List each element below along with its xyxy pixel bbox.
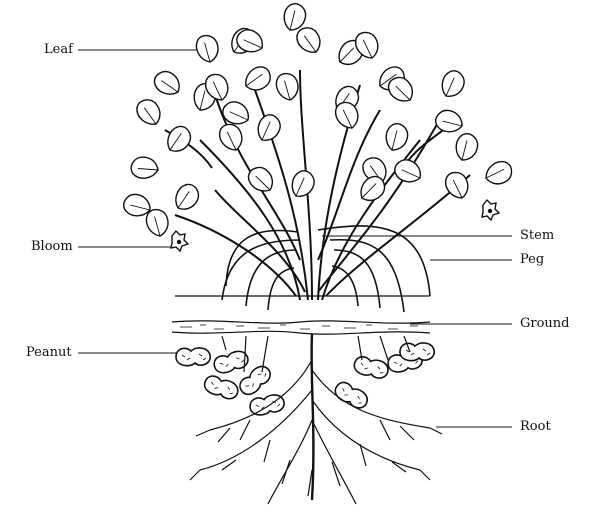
blooms — [170, 198, 501, 253]
leaves — [120, 0, 516, 239]
soil-band — [171, 320, 431, 335]
label-leaf: Leaf — [44, 42, 73, 57]
peanuts — [175, 342, 436, 418]
underground-pegs — [221, 335, 411, 373]
label-ground: Ground — [520, 316, 570, 331]
label-root: Root — [520, 419, 551, 434]
roots — [189, 333, 443, 505]
label-peg: Peg — [520, 252, 545, 267]
label-bloom: Bloom — [31, 239, 73, 254]
label-stem: Stem — [520, 228, 555, 243]
pegs — [221, 225, 431, 313]
leader-lines — [78, 49, 512, 428]
label-peanut: Peanut — [26, 345, 72, 360]
